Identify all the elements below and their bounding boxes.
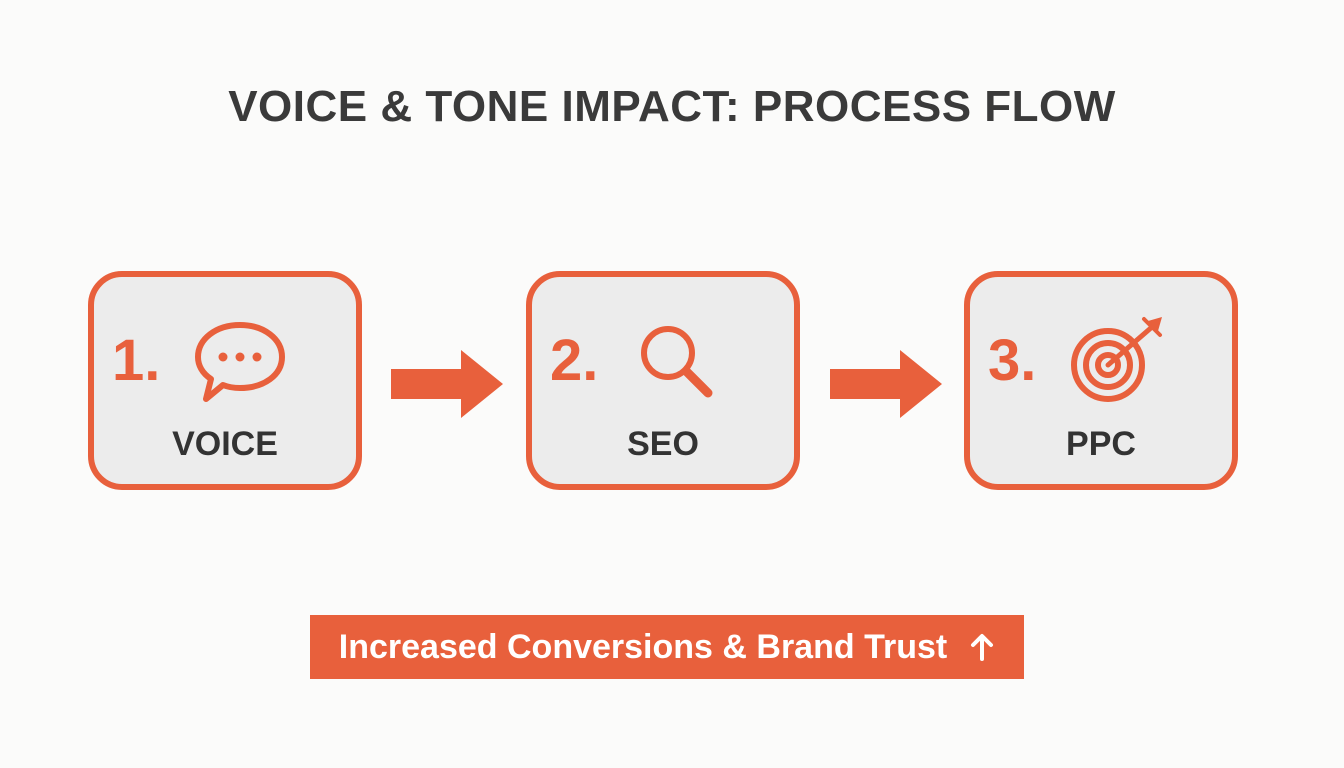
step-voice: 1. VOICE xyxy=(88,271,362,490)
target-arrow-icon xyxy=(1071,317,1162,402)
outcome-banner: Increased Conversions & Brand Trust xyxy=(310,615,1024,679)
step-number: 1. xyxy=(112,328,161,393)
step-label: PPC xyxy=(1066,425,1136,463)
step-number: 2. xyxy=(550,328,599,393)
step-seo: 2. SEO xyxy=(526,271,800,490)
step-ppc: 3. PPC xyxy=(964,271,1238,490)
magnifying-glass-icon xyxy=(641,326,713,398)
arrow-right-icon xyxy=(391,350,503,418)
page-title: VOICE & TONE IMPACT: PROCESS FLOW xyxy=(228,82,1116,131)
arrow-right-icon xyxy=(830,350,942,418)
speech-bubble-icon xyxy=(195,322,285,402)
step-label: VOICE xyxy=(172,425,278,463)
step-label: SEO xyxy=(627,425,699,463)
outcome-text: Increased Conversions & Brand Trust xyxy=(338,627,948,666)
step-number: 3. xyxy=(988,328,1037,393)
arrow-up-icon xyxy=(971,634,994,661)
